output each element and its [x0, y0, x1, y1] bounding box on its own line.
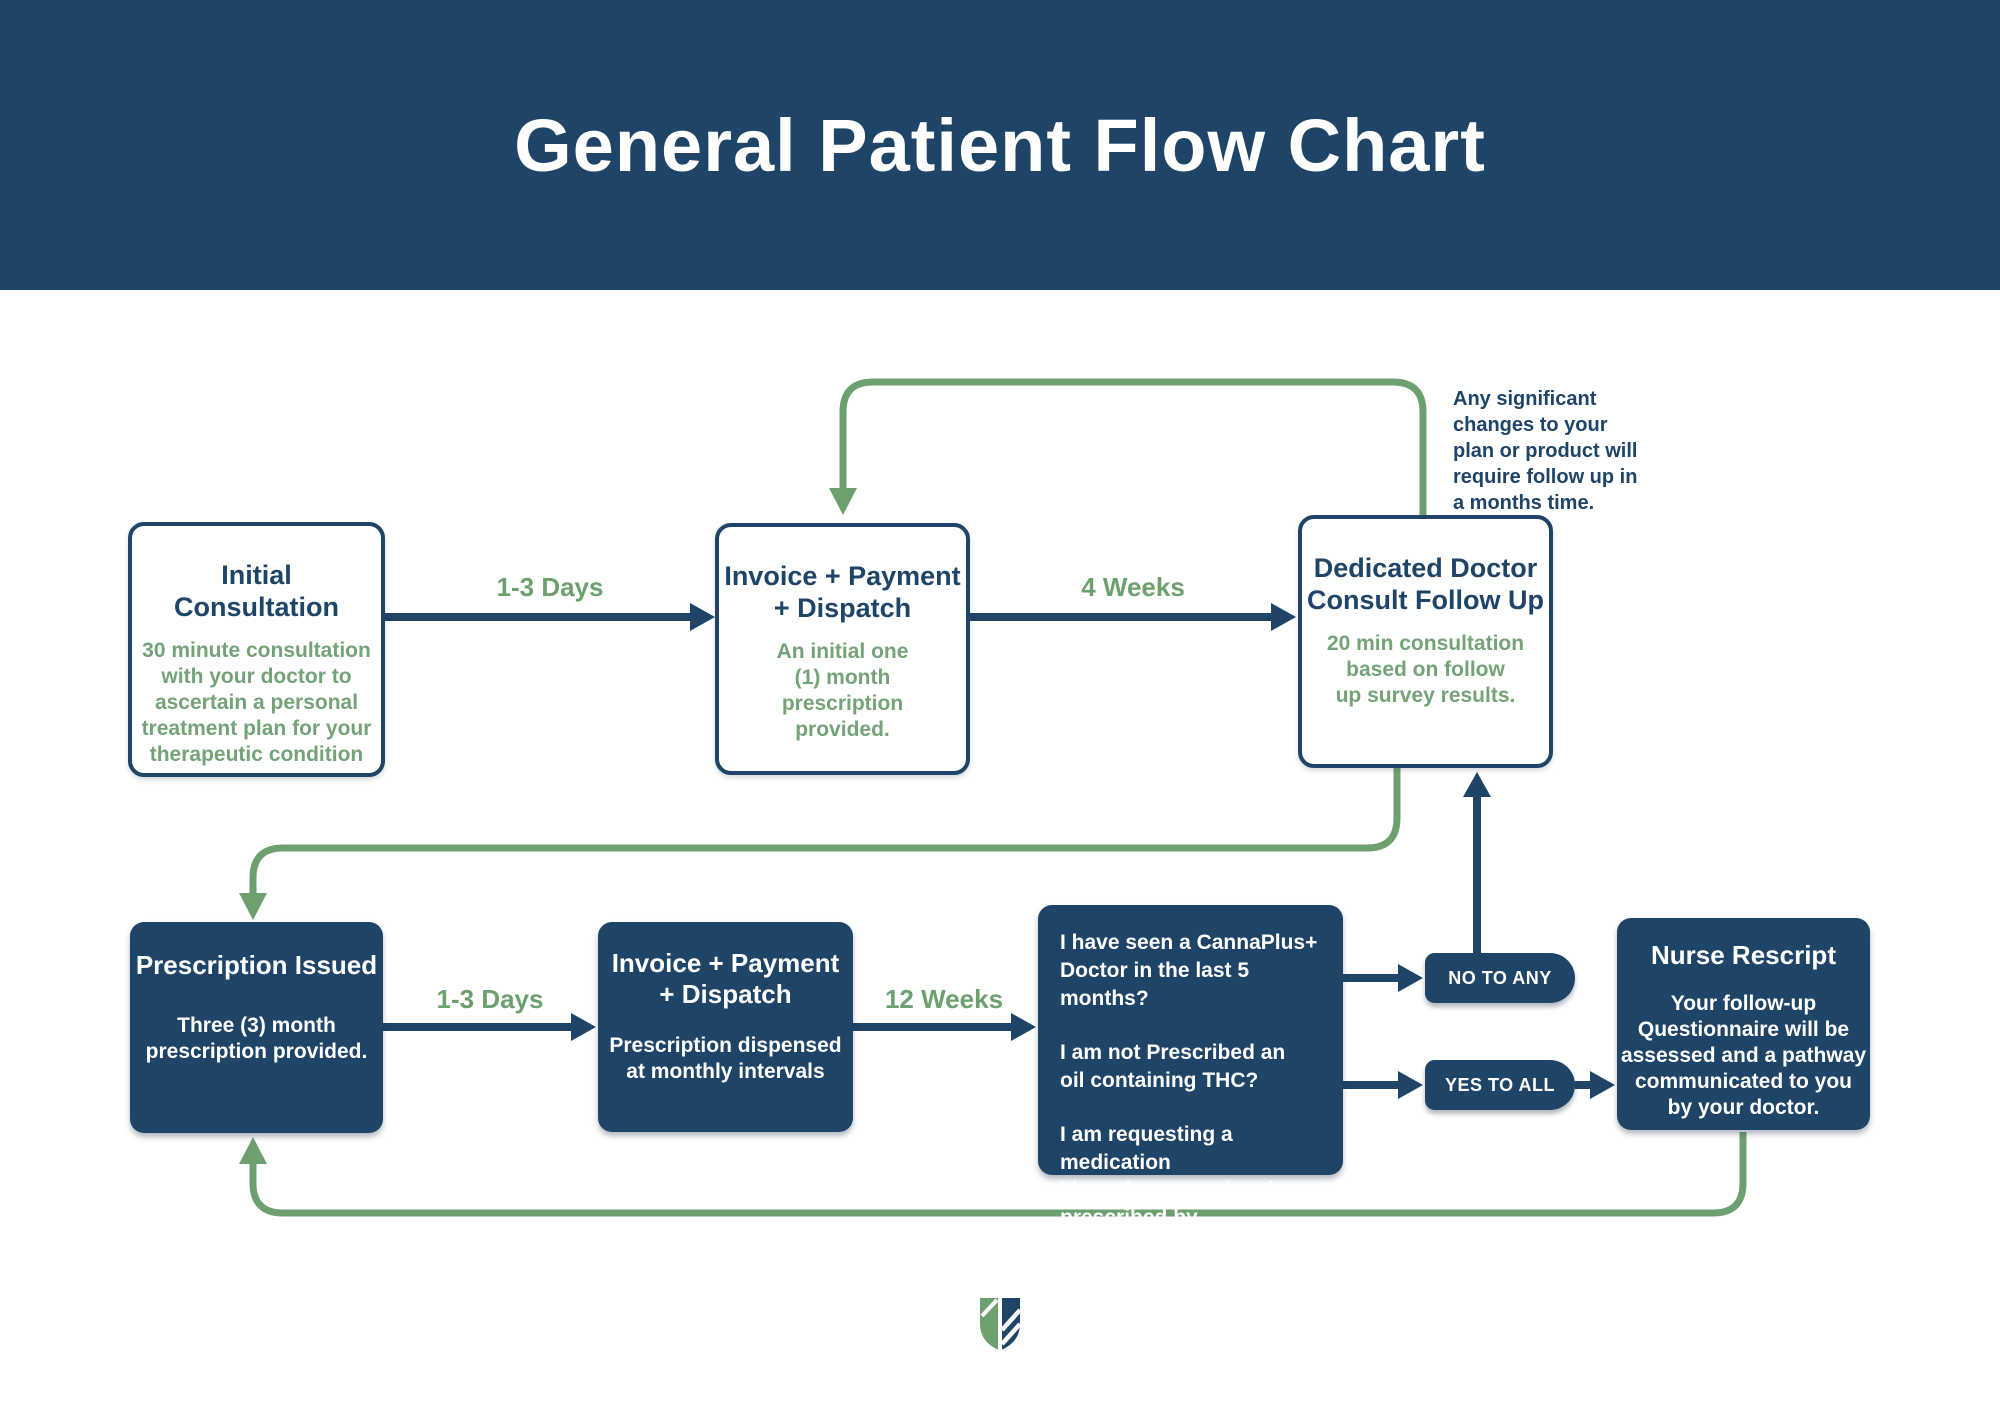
loop-nurse-to-prescription: [239, 1132, 1747, 1217]
loop-doctor-to-invoice1: [829, 378, 1427, 517]
flow-node-invoice-payment-dispatch-1: Invoice + Payment + Dispatch An initial …: [715, 523, 970, 775]
node-body: 20 min consultation based on follow up s…: [1326, 631, 1525, 707]
node-title: Invoice + Payment + Dispatch: [724, 561, 961, 623]
link-doctor-to-prescription: [239, 766, 1401, 920]
question-item: I am requesting a medication I have been…: [1060, 1122, 1286, 1258]
node-title: Initial Consultation: [174, 560, 339, 622]
node-title: Prescription Issued: [135, 950, 378, 980]
node-body: Prescription dispensed at monthly interv…: [609, 1034, 842, 1084]
node-title: Nurse Rescript: [1651, 940, 1836, 970]
flow-node-initial-consultation: Initial Consultation 30 minute consultat…: [128, 522, 385, 777]
flow-node-questionnaire: I have seen a CannaPlus+ Doctor in the l…: [1038, 905, 1343, 1257]
question-item: I am not Prescribed an oil containing TH…: [1060, 1040, 1286, 1092]
pill-label: NO TO ANY: [1448, 967, 1552, 988]
flow-node-dedicated-doctor-follow-up: Dedicated Doctor Consult Follow Up 20 mi…: [1298, 515, 1553, 768]
header-band: General Patient Flow Chart: [0, 0, 2000, 290]
question-item: I have seen a CannaPlus+ Doctor in the l…: [1060, 931, 1318, 1010]
node-title: Dedicated Doctor Consult Follow Up: [1307, 553, 1544, 615]
cannaplus-shield-logo-icon: [980, 1298, 1022, 1350]
node-body: An initial one (1) month prescription pr…: [776, 639, 909, 741]
node-body: Three (3) month prescription provided.: [145, 1013, 368, 1063]
follow-up-annotation: Any significant changes to your plan or …: [1453, 388, 1638, 514]
flow-node-invoice-payment-dispatch-2: Invoice + Payment + Dispatch Prescriptio…: [598, 922, 853, 1132]
decision-pill-no-to-any: NO TO ANY: [1425, 953, 1575, 1003]
flow-node-nurse-rescript: Nurse Rescript Your follow-up Questionna…: [1617, 918, 1870, 1130]
flow-node-prescription-issued: Prescription Issued Three (3) month pres…: [130, 922, 383, 1133]
edge-label-invoice-to-questions: 12 Weeks: [884, 984, 1004, 1014]
edge-label-prescription-to-invoice: 1-3 Days: [436, 984, 544, 1014]
edge-label-initial-to-invoice: 1-3 Days: [496, 572, 604, 602]
decision-pill-yes-to-all: YES TO ALL: [1425, 1060, 1575, 1110]
node-body: 30 minute consultation with your doctor …: [141, 638, 372, 766]
node-title: Invoice + Payment + Dispatch: [611, 948, 840, 1009]
pill-label: YES TO ALL: [1444, 1074, 1555, 1095]
page-title: General Patient Flow Chart: [514, 103, 1486, 187]
edge-label-invoice-to-doctor: 4 Weeks: [1081, 572, 1185, 602]
node-body: Your follow-up Questionnaire will be ass…: [1620, 991, 1867, 1119]
